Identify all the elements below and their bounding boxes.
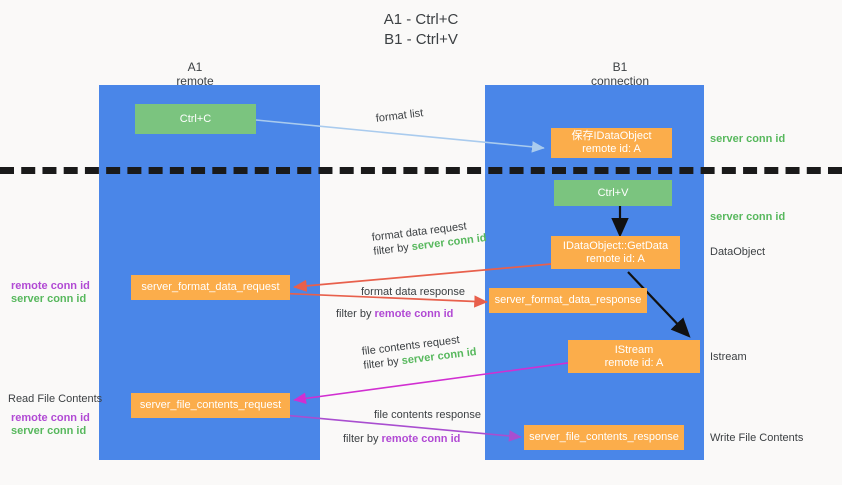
right-label-server-conn-id-mid: server conn id <box>710 211 786 223</box>
right-label-istream: Istream <box>710 351 747 363</box>
left-label-remote-conn-id-1: remote conn id <box>11 280 90 292</box>
node-server-file-contents-response[interactable]: server_file_contents_response <box>524 425 684 450</box>
node-istream-line2: remote id: A <box>604 356 664 369</box>
edge-label-format-list-text: format list <box>375 107 424 125</box>
node-istream[interactable]: IStream remote id: A <box>568 340 700 373</box>
edge-file-contents-response-filter: filter by remote conn id <box>343 432 481 446</box>
node-getdata-line2: remote id: A <box>586 252 645 265</box>
edge-format-data-request-filter-prefix: filter by <box>372 241 413 258</box>
node-save-idataobject-line2: remote id: A <box>582 143 641 155</box>
right-label-server-conn-id-top: server conn id <box>710 133 786 145</box>
edge-label-file-contents-response: file contents response filter by remote … <box>343 408 482 446</box>
edge-file-contents-request-filter-prefix: filter by <box>362 355 403 372</box>
edge-file-contents-response-title: file contents response <box>374 409 482 421</box>
node-server-format-data-response[interactable]: server_format_data_response <box>489 288 647 313</box>
node-server-format-data-request-label: server_format_data_request <box>141 281 280 293</box>
node-idataobject-getdata[interactable]: IDataObject::GetData remote id: A <box>551 236 680 269</box>
edge-label-format-list: format list <box>375 106 424 126</box>
column-a1-name: A1 <box>187 60 203 74</box>
title-line-2: B1 - Ctrl+V <box>384 31 458 48</box>
left-label-remote-conn-id-2: remote conn id <box>11 412 90 424</box>
title-line-1: A1 - Ctrl+C <box>383 11 459 28</box>
node-server-file-contents-request[interactable]: server_file_contents_request <box>131 393 290 418</box>
column-header-a1: A1 remote <box>95 60 295 88</box>
edge-label-format-data-request: format data request filter by server con… <box>371 217 487 259</box>
node-server-format-data-request[interactable]: server_format_data_request <box>131 275 290 300</box>
separator-dashed-line <box>0 167 842 174</box>
edge-format-data-response-filter: filter by remote conn id <box>336 307 465 321</box>
diagram-title: A1 - Ctrl+C B1 - Ctrl+V <box>0 10 842 50</box>
edge-format-data-response-filter-prefix: filter by <box>336 308 375 320</box>
node-server-file-contents-response-label: server_file_contents_response <box>529 431 679 443</box>
edge-file-contents-response-filter-prefix: filter by <box>343 433 382 445</box>
node-server-format-data-response-label: server_format_data_response <box>494 294 642 306</box>
node-getdata-line1: IDataObject::GetData <box>562 239 669 252</box>
edge-label-format-data-response: format data response filter by remote co… <box>336 285 465 321</box>
column-b1-sub: connection <box>590 74 650 88</box>
right-label-write-file-contents: Write File Contents <box>710 432 804 444</box>
left-label-server-conn-id-2: server conn id <box>11 425 87 437</box>
node-save-idataobject-line1: 保存IDataObject <box>571 130 652 142</box>
edge-format-data-response-filter-key: remote conn id <box>374 308 454 320</box>
edge-label-file-contents-request: file contents request filter by server c… <box>361 331 477 373</box>
node-ctrl-c[interactable]: Ctrl+C <box>135 104 256 134</box>
node-ctrl-v-label: Ctrl+V <box>597 186 629 199</box>
node-istream-line1: IStream <box>614 343 654 356</box>
node-ctrl-c-label: Ctrl+C <box>179 112 212 125</box>
node-save-idataobject[interactable]: 保存IDataObject remote id: A <box>551 128 672 158</box>
edge-format-data-response-title: format data response <box>361 286 465 298</box>
edge-file-contents-response-filter-key: remote conn id <box>381 433 461 445</box>
left-label-read-file-contents: Read File Contents <box>8 393 103 405</box>
column-a1-sub: remote <box>176 74 214 88</box>
left-label-server-conn-id-1: server conn id <box>11 293 87 305</box>
column-b1-name: B1 <box>612 60 628 74</box>
node-server-file-contents-request-label: server_file_contents_request <box>139 399 282 411</box>
right-label-dataobject: DataObject <box>710 246 766 258</box>
node-ctrl-v[interactable]: Ctrl+V <box>554 180 672 206</box>
column-header-b1: B1 connection <box>520 60 720 88</box>
